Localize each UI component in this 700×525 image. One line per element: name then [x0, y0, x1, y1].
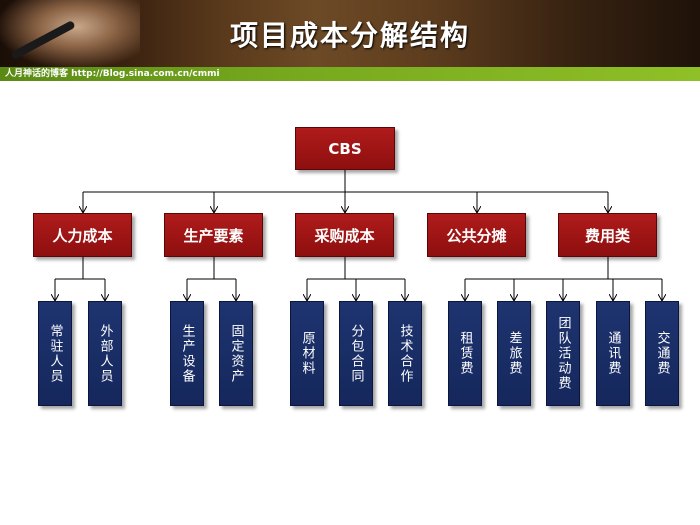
leaf-node-raw-materials: 原材料 [290, 301, 324, 406]
category-node-expenses: 费用类 [558, 213, 657, 257]
cbs-root-node: CBS [295, 127, 395, 170]
leaf-node-team-activity-fee: 团队活动费 [546, 301, 580, 406]
header-hand-image [0, 0, 140, 67]
page-title: 项目成本分解结构 [229, 19, 470, 52]
category-node-labor-cost: 人力成本 [33, 213, 132, 257]
leaf-node-subcontract: 分包合同 [339, 301, 373, 406]
leaf-node-resident-staff: 常驻人员 [38, 301, 72, 406]
leaf-node-fixed-assets: 固定资产 [219, 301, 253, 406]
leaf-node-production-equipment: 生产设备 [170, 301, 204, 406]
category-node-procurement-cost: 采购成本 [295, 213, 394, 257]
leaf-node-transport-fee: 交通费 [645, 301, 679, 406]
leaf-node-travel-fee: 差旅费 [497, 301, 531, 406]
category-node-production-factors: 生产要素 [164, 213, 263, 257]
blog-bar: 人月神话的博客 http://Blog.sina.com.cn/cmmi [0, 67, 700, 81]
leaf-node-communication-fee: 通讯费 [596, 301, 630, 406]
leaf-node-tech-cooperation: 技术合作 [388, 301, 422, 406]
blog-caption: 人月神话的博客 http://Blog.sina.com.cn/cmmi [5, 69, 220, 79]
category-node-shared-allocation: 公共分摊 [427, 213, 526, 257]
leaf-node-rental-fee: 租赁费 [448, 301, 482, 406]
header-banner: 项目成本分解结构 [0, 0, 700, 67]
leaf-node-external-staff: 外部人员 [88, 301, 122, 406]
